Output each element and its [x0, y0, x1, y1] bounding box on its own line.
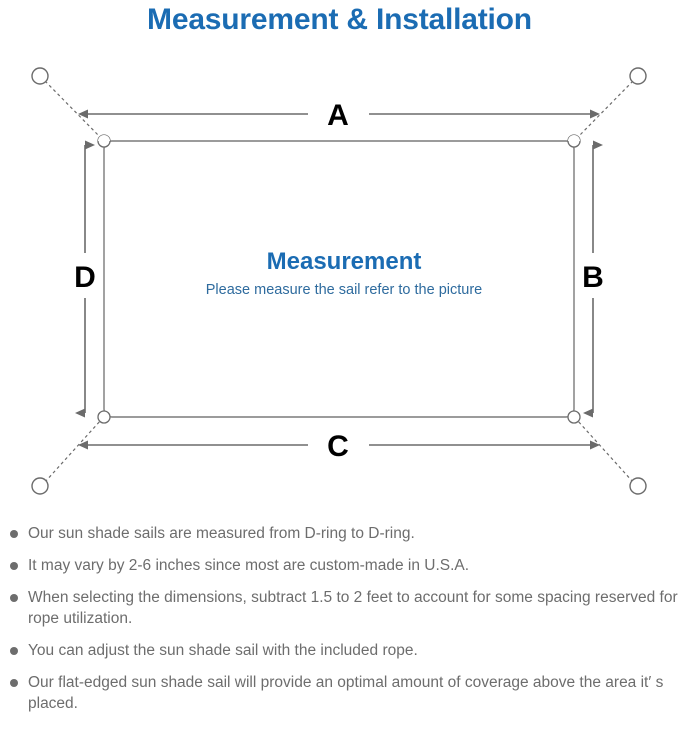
diagram-center-heading: Measurement — [267, 248, 422, 275]
rope-line-top-left — [44, 80, 102, 139]
anchor-top-right-icon — [629, 67, 647, 85]
bullet-icon — [10, 647, 18, 655]
dimension-d: D — [74, 140, 96, 418]
list-item: Our sun shade sails are measured from D-… — [0, 523, 679, 544]
page-title: Measurement & Installation — [147, 3, 532, 36]
notes-list: Our sun shade sails are measured from D-… — [0, 523, 679, 725]
rope-lines — [44, 80, 634, 483]
bullet-icon — [10, 562, 18, 570]
list-item: When selecting the dimensions, subtract … — [0, 587, 679, 629]
sail-outline — [103, 140, 575, 418]
dimension-b-label: B — [582, 261, 604, 294]
dimension-a-label: A — [327, 99, 349, 132]
dimension-b: B — [582, 140, 604, 418]
note-text: Our flat-edged sun shade sail will provi… — [28, 674, 664, 712]
measurement-diagram: A C D B Measurement Please measure the s… — [0, 48, 679, 513]
note-text: Our sun shade sails are measured from D-… — [28, 525, 415, 542]
d-ring-group — [97, 134, 581, 424]
rope-line-bottom-right — [576, 419, 634, 483]
note-text: When selecting the dimensions, subtract … — [28, 589, 678, 627]
d-ring-bottom-right-icon — [567, 410, 581, 424]
bullet-icon — [10, 530, 18, 538]
list-item: Our flat-edged sun shade sail will provi… — [0, 672, 679, 714]
anchor-top-left-icon — [31, 67, 49, 85]
anchor-point-group — [31, 67, 647, 495]
rope-line-bottom-left — [44, 419, 102, 483]
dimension-a: A — [78, 99, 600, 132]
anchor-bottom-left-icon — [31, 477, 49, 495]
d-ring-bottom-left-icon — [97, 410, 111, 424]
note-text: It may vary by 2-6 inches since most are… — [28, 557, 470, 574]
dimension-d-label: D — [74, 261, 96, 294]
rope-line-top-right — [576, 80, 634, 139]
dimension-c-label: C — [327, 430, 349, 463]
list-item: It may vary by 2-6 inches since most are… — [0, 555, 679, 576]
bullet-icon — [10, 594, 18, 602]
bullet-icon — [10, 679, 18, 687]
anchor-bottom-right-icon — [629, 477, 647, 495]
list-item: You can adjust the sun shade sail with t… — [0, 640, 679, 661]
diagram-center-subtext: Please measure the sail refer to the pic… — [206, 282, 482, 298]
dimension-c: C — [78, 430, 600, 463]
note-text: You can adjust the sun shade sail with t… — [28, 642, 418, 659]
